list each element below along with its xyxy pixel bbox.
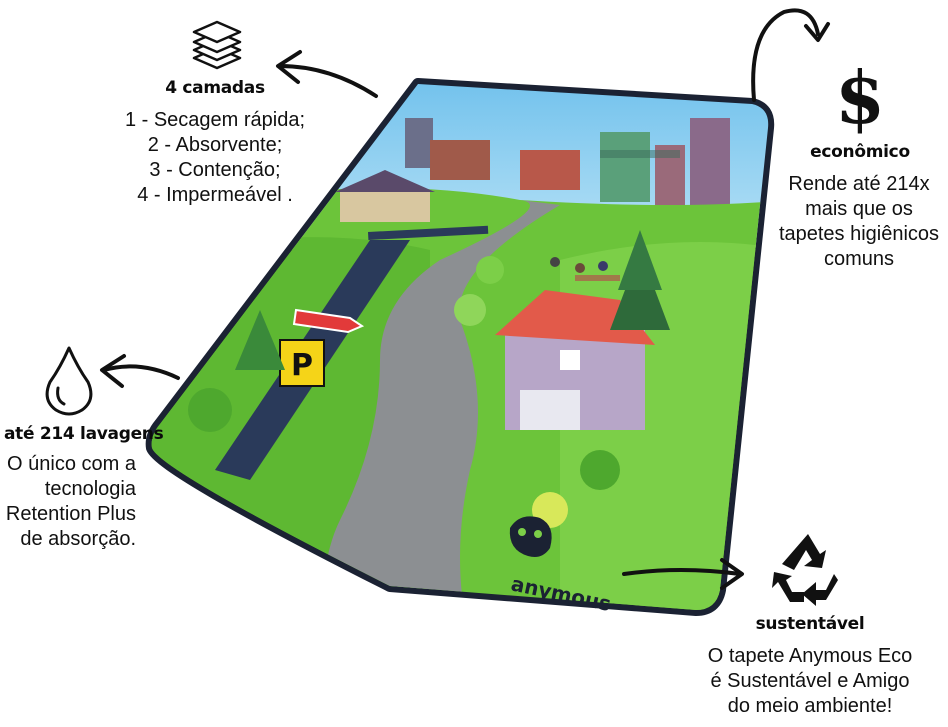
washes-line-2: tecnologia — [44, 478, 136, 500]
sustainable-text: O tapete Anymous Eco é Sustentável e Ami… — [690, 644, 930, 719]
washes-text: O único com a tecnologia Retention Plus … — [0, 452, 136, 552]
economy-line-4: comuns — [823, 248, 895, 270]
layers-item-4: 4 - Impermeável . — [137, 184, 293, 206]
parking-sign — [279, 339, 325, 387]
sustainable-line-1: O tapete Anymous Eco — [707, 645, 913, 667]
sustainable-title: sustentável — [755, 614, 865, 634]
washes-line-1: O único com a — [7, 453, 136, 475]
layers-item-3: 3 - Contenção; — [149, 159, 281, 181]
economy-text: Rende até 214x mais que os tapetes higiê… — [770, 172, 948, 272]
recycle-icon — [768, 528, 848, 608]
city-skyline — [405, 118, 730, 210]
washes-title: até 214 lavagens — [4, 424, 164, 444]
small-house — [335, 170, 435, 222]
layers-item-2: 2 - Absorvente; — [147, 134, 283, 156]
big-house — [495, 290, 655, 430]
washes-line-3: Retention Plus — [5, 503, 136, 525]
anymous-logo — [509, 516, 552, 557]
parking-letter: P — [291, 348, 313, 383]
economy-title: econômico — [810, 142, 910, 162]
layers-title: 4 camadas — [165, 78, 265, 98]
road — [320, 200, 560, 610]
washes-line-4: de absorção. — [20, 528, 136, 550]
economy-line-3: tapetes higiênicos — [778, 223, 940, 245]
water-drop-icon — [44, 344, 94, 416]
sustainable-line-2: é Sustentável e Amigo — [710, 670, 910, 692]
economy-line-1: Rende até 214x — [788, 173, 930, 195]
economy-line-2: mais que os — [805, 198, 913, 220]
layers-list: 1 - Secagem rápida; 2 - Absorvente; 3 - … — [105, 108, 325, 208]
stacked-layers-icon — [190, 18, 244, 74]
layers-item-1: 1 - Secagem rápida; — [124, 109, 306, 131]
sustainable-line-3: do meio ambiente! — [727, 695, 893, 717]
picnic-scene — [550, 257, 620, 281]
dollar-icon: $ — [834, 55, 886, 140]
